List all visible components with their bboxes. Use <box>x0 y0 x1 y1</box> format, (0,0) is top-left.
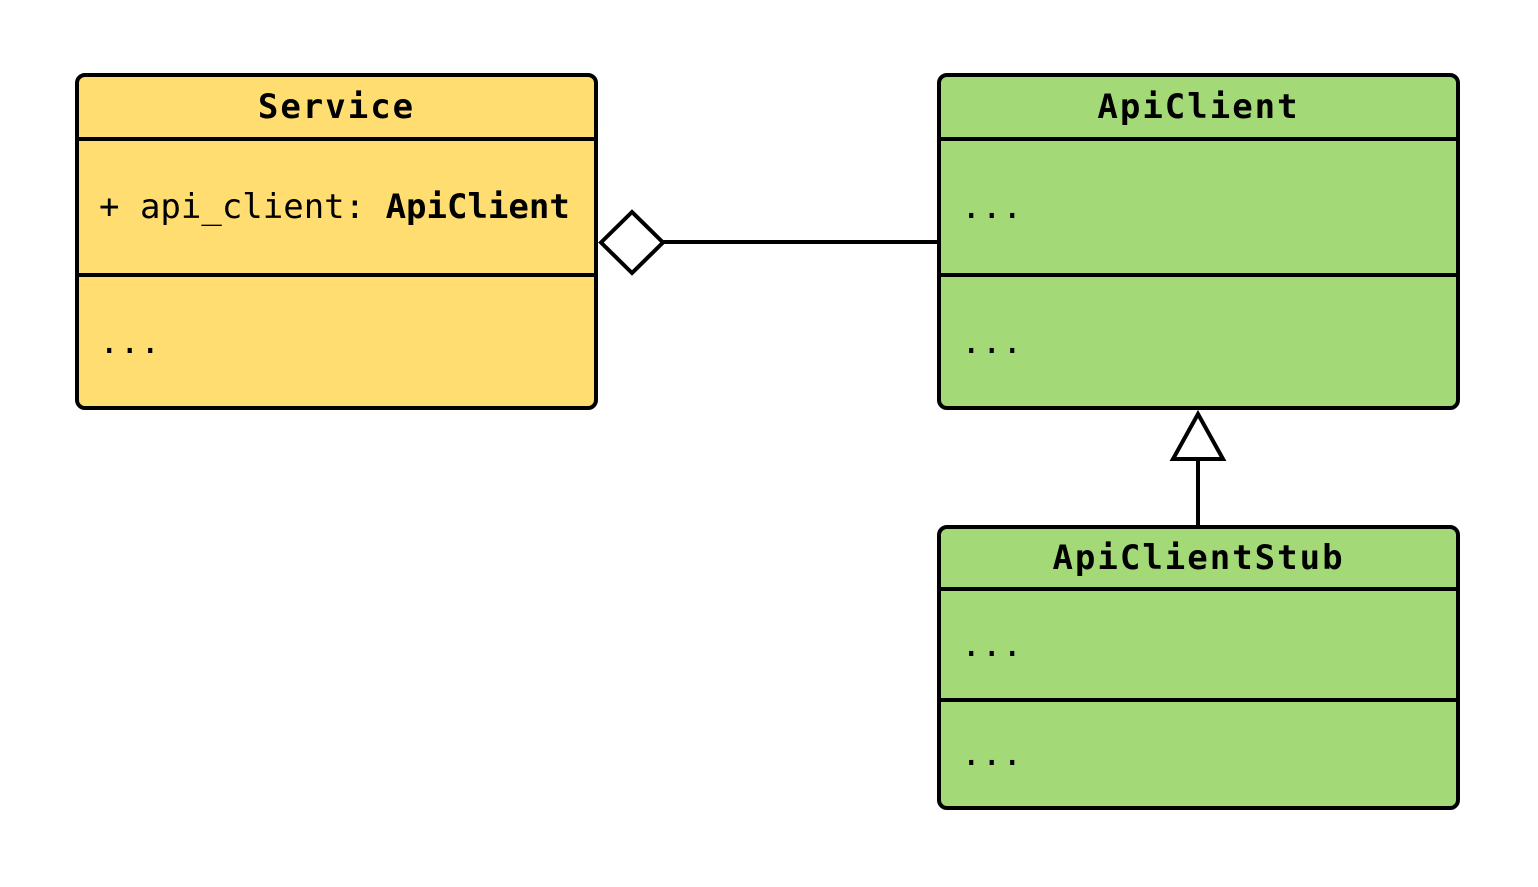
class-box-apiclient: ApiClient ... ... <box>937 73 1460 410</box>
class-box-service: Service + api_client: ApiClient ... <box>75 73 598 410</box>
class-title-service: Service <box>257 87 416 127</box>
attribute-type: ApiClient <box>385 187 570 227</box>
class-box-apiclientstub: ApiClientStub ... ... <box>937 525 1460 810</box>
methods-placeholder: ... <box>99 321 161 362</box>
service-methods-compartment: ... <box>79 273 594 406</box>
methods-placeholder: ... <box>961 734 1023 774</box>
apiclientstub-methods-compartment: ... <box>941 698 1456 806</box>
service-attributes-compartment: + api_client: ApiClient <box>79 137 594 273</box>
class-title-apiclientstub: ApiClientStub <box>1052 538 1345 578</box>
inheritance-triangle-icon <box>1169 409 1227 461</box>
apiclientstub-attributes-compartment: ... <box>941 587 1456 698</box>
methods-placeholder: ... <box>961 321 1023 362</box>
apiclient-attributes-compartment: ... <box>941 137 1456 273</box>
apiclient-methods-compartment: ... <box>941 273 1456 406</box>
attributes-placeholder: ... <box>961 187 1023 227</box>
class-title-apiclient: ApiClient <box>1097 87 1300 127</box>
attribute-prefix: + api_client: <box>99 187 386 227</box>
aggregation-diamond-icon <box>598 209 666 276</box>
attributes-placeholder: ... <box>961 624 1023 665</box>
